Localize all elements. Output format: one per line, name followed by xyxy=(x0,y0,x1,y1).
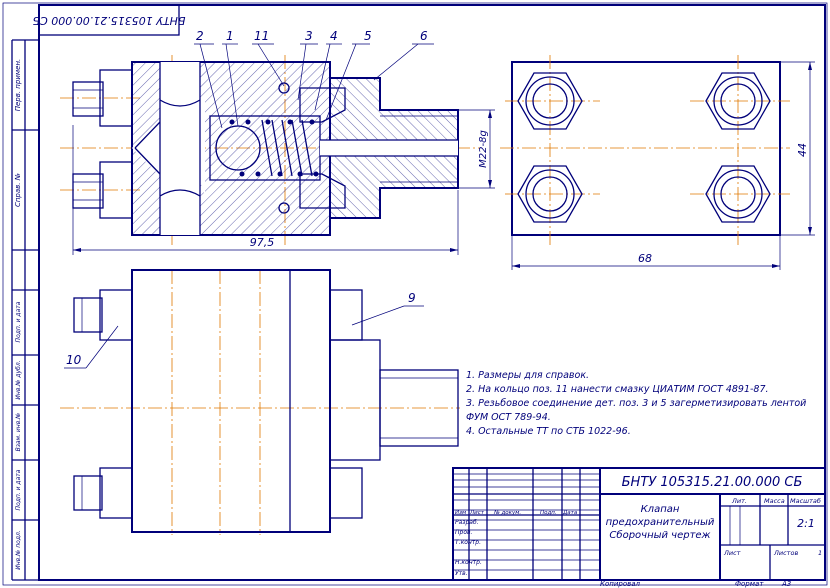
tb-name-2: предохранительный xyxy=(606,517,715,528)
leader-9: 9 xyxy=(408,291,416,305)
tb-sheets-value: 1 xyxy=(818,549,822,557)
leader-11: 11 xyxy=(254,29,269,43)
tb-col-sign: Подп. xyxy=(540,510,557,516)
footer-copied: Копировал xyxy=(600,580,641,588)
sheet-frame xyxy=(38,4,826,581)
leader-10: 10 xyxy=(66,353,82,367)
tb-col-izm: Изм xyxy=(455,510,466,516)
technical-notes: 1. Размеры для справок. 2. На кольцо поз… xyxy=(466,370,806,437)
side-label-sign2: Подп. и дата xyxy=(15,469,22,510)
side-view: 68 44 xyxy=(500,55,815,270)
front-section-view: 2 1 11 3 4 5 6 97,5 M22-8g xyxy=(60,29,495,255)
svg-text:БНТУ 105315.21.00.000 СБ: БНТУ 105315.21.00.000 СБ xyxy=(33,14,186,27)
note-1: 1. Размеры для справок. xyxy=(466,370,589,381)
side-label-dup: Инв.№ дубл. xyxy=(15,360,22,399)
tb-row-approved: Утв. xyxy=(455,570,468,577)
tb-name-1: Клапан xyxy=(641,504,680,515)
side-label-sign1: Подп. и дата xyxy=(15,301,22,342)
leader-3: 3 xyxy=(305,29,313,43)
side-label-replace: Взам. инв.№ xyxy=(15,413,22,452)
tb-row-checked: Пров. xyxy=(455,529,473,536)
tb-col-list: Лист xyxy=(469,510,485,516)
leader-5: 5 xyxy=(364,29,372,43)
tb-col-docnum: № докум. xyxy=(493,510,521,516)
leader-6: 6 xyxy=(420,29,428,43)
tb-lit: Лит. xyxy=(731,497,747,505)
side-label-first-use: Перв. примен. xyxy=(14,59,22,112)
tb-row-ncontrol: Н.контр. xyxy=(455,559,482,566)
dim-length: 97,5 xyxy=(250,236,275,249)
leader-1: 1 xyxy=(226,29,234,43)
side-label-orig: Инв.№ подл. xyxy=(15,530,22,570)
tb-row-developed: Разраб. xyxy=(455,519,479,526)
dim-height: 44 xyxy=(796,143,809,157)
dim-thread: M22-8g xyxy=(478,130,489,168)
side-label-ref: Справ. № xyxy=(14,173,22,207)
leader-2: 2 xyxy=(196,29,204,43)
note-4: 4. Остальные ТТ по СТБ 1022-96. xyxy=(466,426,631,437)
title-block: Изм Лист № докум. Подп. Дата Разраб. Про… xyxy=(452,467,826,581)
left-side-stamp: Перв. примен. Справ. № Подп. и дата Инв.… xyxy=(11,39,39,581)
note-3: 3. Резьбовое соединение дет. поз. 3 и 5 … xyxy=(466,398,806,409)
footer-format-value: А3 xyxy=(781,580,791,588)
tb-name-3: Сборочный чертеж xyxy=(609,529,710,541)
footer-format: Формат xyxy=(735,580,764,588)
tb-col-date: Дата xyxy=(562,510,578,516)
leader-4: 4 xyxy=(330,29,338,43)
top-view: 9 10 xyxy=(60,269,460,535)
note-2: 2. На кольцо поз. 11 нанести смазку ЦИАТ… xyxy=(466,384,769,395)
tb-scale: Масштаб xyxy=(790,497,821,505)
tb-row-tcontrol: Т.контр. xyxy=(455,539,481,546)
tb-sheets: Листов xyxy=(773,549,798,557)
tb-doc-code: БНТУ 105315.21.00.000 СБ xyxy=(622,475,803,490)
tb-mass: Масса xyxy=(764,497,785,505)
dim-width: 68 xyxy=(638,252,652,265)
tb-scale-value: 2:1 xyxy=(797,517,815,530)
rotated-doc-code: БНТУ 105315.21.00.000 СБ xyxy=(33,4,186,36)
note-3-cont: ФУМ ОСТ 789-94. xyxy=(466,412,551,423)
tb-sheet: Лист xyxy=(723,549,741,557)
